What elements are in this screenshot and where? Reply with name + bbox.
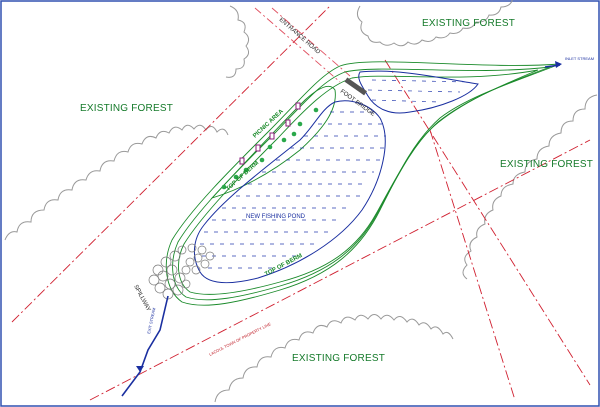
berm-contours bbox=[165, 61, 561, 306]
foot-bridge bbox=[344, 77, 367, 96]
tree-dot bbox=[297, 121, 303, 127]
label-spillway: SPILLWAY bbox=[132, 284, 151, 312]
exit-stream-arrow bbox=[136, 366, 144, 372]
property-line-right-a bbox=[384, 59, 591, 386]
tree-dot bbox=[233, 174, 239, 180]
exit-stream bbox=[121, 295, 169, 397]
label-forest-left: EXISTING FOREST bbox=[80, 103, 173, 114]
label-forest-top: EXISTING FOREST bbox=[422, 18, 515, 29]
tree-dot bbox=[313, 107, 319, 113]
picnic-table bbox=[295, 102, 301, 110]
pond-main bbox=[194, 100, 386, 284]
tree-dot bbox=[291, 131, 297, 137]
forest-edge-right bbox=[462, 94, 598, 280]
label-forest-bottom: EXISTING FOREST bbox=[292, 353, 385, 364]
picnic-table bbox=[239, 157, 245, 165]
water-hatching bbox=[200, 79, 471, 269]
label-foot-bridge: FOOT BRIDGE bbox=[339, 89, 376, 118]
berm-inner bbox=[178, 69, 539, 295]
label-picnic-area: PICNIC AREA bbox=[252, 108, 285, 139]
tree-dot bbox=[243, 167, 249, 173]
forest-edge-upper-left bbox=[225, 5, 250, 78]
tree-dot bbox=[221, 184, 227, 190]
label-top-of-berm-lower: TOP OF BERM bbox=[264, 253, 303, 278]
tree-dot bbox=[259, 157, 265, 163]
picnic-table bbox=[255, 144, 261, 152]
picnic-table bbox=[285, 119, 291, 127]
label-new-fishing-pond: NEW FISHING POND bbox=[246, 214, 306, 220]
forest-edge-bottom bbox=[214, 314, 454, 403]
forest-edge-top bbox=[356, 0, 513, 47]
label-forest-right: EXISTING FOREST bbox=[500, 159, 593, 170]
tree-dot bbox=[267, 144, 273, 150]
property-line-lower bbox=[89, 139, 591, 401]
property-line-right-b bbox=[429, 129, 516, 401]
label-inlet-stream: INLET STREAM bbox=[565, 56, 594, 61]
property-lines bbox=[11, 5, 591, 401]
entrance-road bbox=[254, 7, 351, 83]
forest-edge-left bbox=[4, 124, 229, 241]
picnic-table bbox=[269, 132, 275, 140]
forest-edge-lines bbox=[4, 0, 598, 403]
spillway-rocks bbox=[148, 243, 215, 300]
inlet-stream bbox=[544, 61, 562, 68]
picnic-tables bbox=[239, 102, 301, 165]
label-property-line: LACOUL TOWN OF PROPERTY LINE bbox=[208, 321, 272, 357]
property-line-diagonal bbox=[11, 5, 331, 323]
tree-dot bbox=[281, 137, 287, 143]
picnic-area-boundary bbox=[210, 86, 336, 199]
label-entrance-road: ENTRANCE ROAD bbox=[278, 17, 322, 56]
picnic-trees bbox=[221, 107, 319, 190]
label-exit-stream: EXIT STREAM bbox=[146, 307, 156, 334]
